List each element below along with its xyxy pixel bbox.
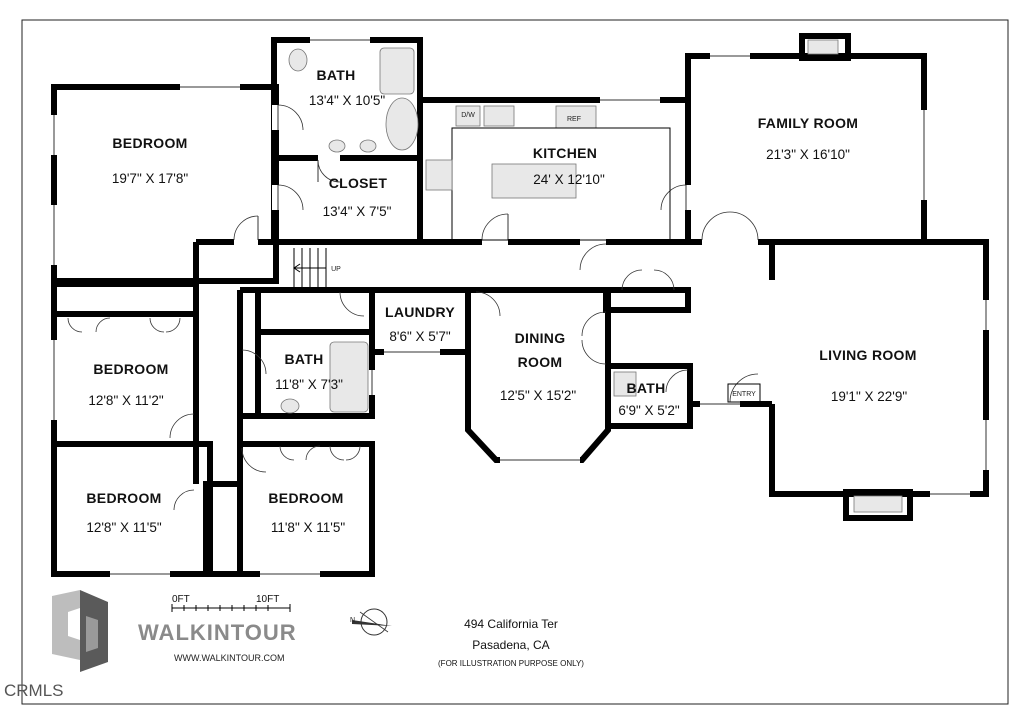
room-name-family-room: FAMILY ROOM [758, 115, 859, 131]
room-name-kitchen: KITCHEN [533, 145, 597, 161]
compass-north-label: N [350, 617, 355, 624]
room-dim-bedroom-4: 11'8" X 11'5" [271, 520, 345, 535]
stairs-up-label: UP [331, 266, 341, 273]
entry-label: ENTRY [732, 391, 756, 398]
address-line2: Pasadena, CA [472, 638, 549, 652]
scale-end-label: 10FT [256, 594, 279, 605]
room-name-bedroom-master: BEDROOM [112, 135, 187, 151]
room-name-dining-room: DINING [515, 330, 566, 346]
room-labels: BEDROOM 19'7" X 17'8" BATH 13'4" X 10'5"… [86, 67, 916, 535]
illustration-note: (FOR ILLUSTRATION PURPOSE ONLY) [438, 659, 584, 668]
room-name-bedroom-4: BEDROOM [268, 490, 343, 506]
doors [67, 104, 759, 511]
mls-watermark: CRMLS [4, 681, 64, 700]
room-name-bedroom-2: BEDROOM [93, 361, 168, 377]
room-name-bath-master: BATH [316, 67, 355, 83]
brand-url: WWW.WALKINTOUR.COM [174, 653, 285, 663]
room-dim-living-room: 19'1" X 22'9" [831, 389, 908, 404]
room-dim-family-room: 21'3" X 16'10" [766, 147, 850, 162]
room-name-bath-small: BATH [626, 380, 665, 396]
room-dim-laundry: 8'6" X 5'7" [389, 329, 450, 344]
room-dim-bath-master: 13'4" X 10'5" [309, 93, 386, 108]
scale-start-label: 0FT [172, 594, 190, 605]
room-dim-bedroom-2: 12'8" X 11'2" [88, 393, 163, 408]
page-frame [21, 19, 1009, 705]
brand-name: WALKINTOUR [138, 620, 297, 645]
room-dim-dining-room: 12'5" X 15'2" [500, 388, 577, 403]
room-name-living-room: LIVING ROOM [819, 347, 916, 363]
room-name-laundry: LAUNDRY [385, 304, 455, 320]
walkintour-logo-icon [52, 590, 108, 672]
windows [50, 36, 990, 578]
compass-icon [352, 608, 392, 636]
room-name-bedroom-3: BEDROOM [86, 490, 161, 506]
room-dim-bedroom-master: 19'7" X 17'8" [112, 171, 189, 186]
room-name-bath-hall: BATH [284, 351, 323, 367]
room-name-closet: CLOSET [329, 175, 388, 191]
dishwasher-label: D/W [461, 112, 475, 119]
room-dim-closet: 13'4" X 7'5" [323, 204, 392, 219]
room-dim-bedroom-3: 12'8" X 11'5" [86, 520, 161, 535]
fixtures [280, 39, 903, 513]
room-dim-bath-hall: 11'8" X 7'3" [275, 377, 343, 392]
refrigerator-label: REF [567, 116, 581, 123]
room-dim-kitchen: 24' X 12'10" [533, 172, 605, 187]
scale-bar: 0FT 10FT [171, 594, 291, 612]
room-dim-bath-small: 6'9" X 5'2" [618, 403, 679, 418]
room-name-dining-room-2: ROOM [518, 354, 563, 370]
address-line1: 494 California Ter [464, 617, 558, 631]
